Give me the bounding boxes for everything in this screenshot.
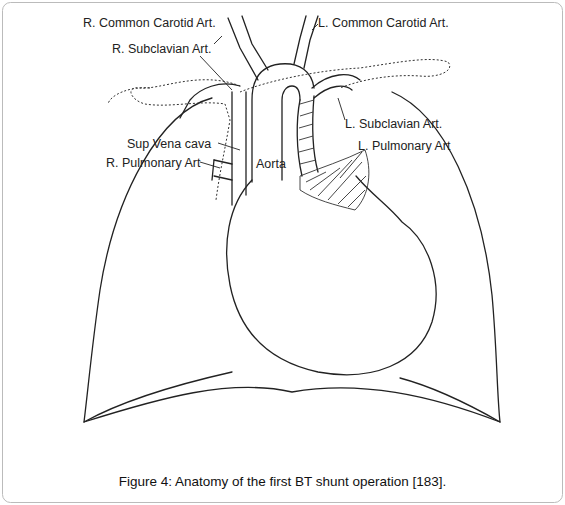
right-pulmonary-artery [212, 160, 214, 180]
superior-vena-cava [245, 92, 246, 195]
left-subclavian-artery [314, 86, 352, 98]
right-pulmonary-artery [214, 160, 232, 180]
leader-line [340, 152, 362, 178]
frame-border [3, 3, 563, 503]
clavicle-outline [108, 88, 150, 104]
artery-label: L. Subclavian Art. [345, 117, 442, 131]
artery-label: R. Subclavian Art. [112, 42, 211, 56]
vein-label: Sup Vena cava [127, 137, 211, 151]
diaphragm [84, 387, 500, 422]
artery-label: Aorta [256, 157, 286, 171]
heart [227, 176, 436, 375]
right-common-carotid [228, 16, 268, 80]
leader-line [200, 56, 232, 90]
shading-hatch [299, 100, 366, 207]
artery-label: L. Common Carotid Art. [318, 16, 449, 30]
artery-label: R. Pulmonary Art [106, 156, 200, 170]
aorta [252, 64, 314, 182]
leader-line [338, 98, 345, 120]
artery-label: R. Common Carotid Art. [83, 16, 216, 30]
leader-line [312, 24, 318, 30]
superior-vena-cava [231, 92, 232, 205]
leader-line [214, 36, 222, 44]
artery-label: L. Pulmonary Art [358, 139, 450, 153]
right-lung [84, 98, 232, 422]
left-common-carotid [294, 16, 318, 68]
leader-line [200, 162, 220, 168]
figure-caption: Figure 4: Anatomy of the first BT shunt … [0, 474, 565, 490]
left-subclavian-dotted [240, 60, 450, 92]
leader-line [218, 143, 240, 150]
